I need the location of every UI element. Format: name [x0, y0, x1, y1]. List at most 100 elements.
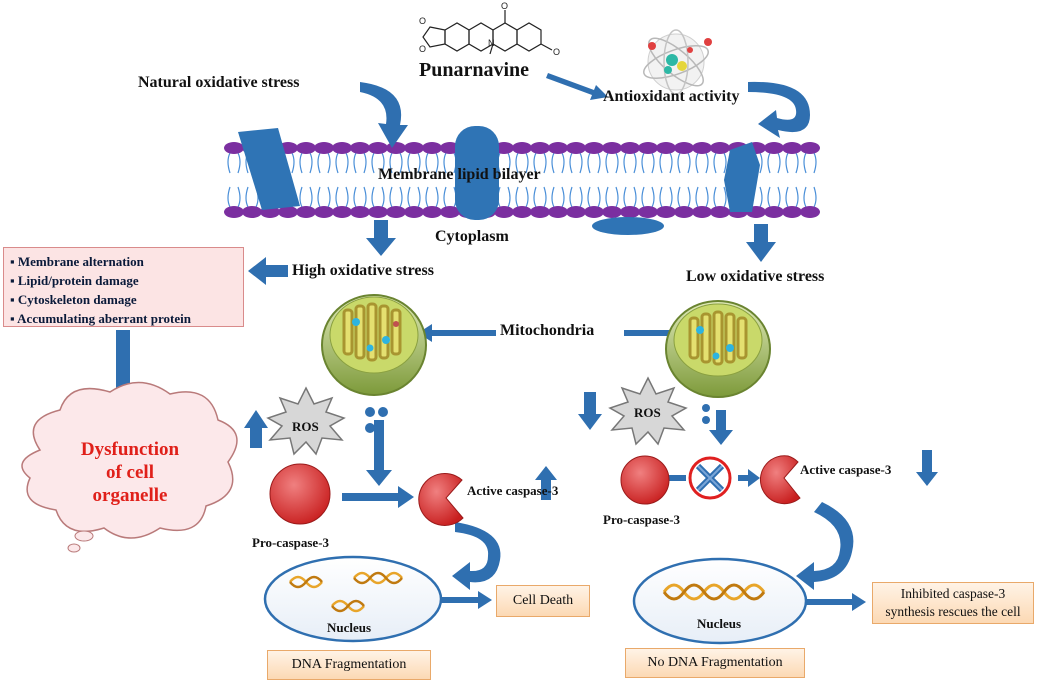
lipid-tail [587, 186, 601, 208]
lipid-head [602, 142, 622, 154]
dysfunction-line-2: of cell [105, 462, 154, 483]
lipid-tail [353, 152, 367, 174]
dna-fragments-icon [289, 571, 403, 613]
label-ros-left: ROS [292, 419, 319, 434]
damage-list-box: ▪ Membrane alternation ▪ Lipid/protein d… [3, 247, 244, 327]
pro-caspase-left-icon [269, 463, 331, 525]
lipid-tail [587, 152, 601, 174]
damage-item-text: Lipid/protein damage [17, 273, 139, 288]
membrane-protein-left [238, 128, 300, 210]
lipid-tail [803, 186, 817, 208]
lipid-tail [407, 186, 421, 208]
lipid-tail [677, 186, 691, 208]
damage-item-text: Membrane alternation [17, 254, 144, 269]
label-natural-stress: Natural oxidative stress [138, 74, 300, 91]
arrow-down-caspase-right [916, 450, 938, 486]
lipid-head [620, 142, 640, 154]
lipid-head [512, 206, 532, 218]
lipid-tail [317, 186, 331, 208]
label-active-caspase-left: Active caspase-3 [467, 483, 559, 498]
arrow-down-low [746, 224, 776, 262]
cell-death-label: Cell Death [512, 593, 574, 608]
lipid-tail [407, 152, 421, 174]
active-caspase-right-icon [759, 455, 801, 505]
lipid-tail [605, 186, 619, 208]
dysfunction-line-3: organelle [92, 485, 168, 506]
arrow-mito-right [624, 324, 696, 342]
lipid-head [422, 142, 442, 154]
lipid-head [638, 206, 658, 218]
ros-star-right-icon [608, 376, 688, 446]
lipid-tail [623, 186, 637, 208]
label-nucleus-left: Nucleus [327, 620, 372, 635]
lipid-head [710, 142, 730, 154]
no-dna-fragmentation-label: No DNA Fragmentation [647, 655, 783, 670]
lipid-tail [785, 152, 799, 174]
lipid-head [368, 206, 388, 218]
lipid-head [530, 142, 550, 154]
svg-text:N: N [488, 38, 495, 48]
lipid-tail [569, 152, 583, 174]
arrow-down-mito-left [366, 420, 392, 486]
lipid-head [350, 206, 370, 218]
label-high-stress: High oxidative stress [292, 262, 434, 279]
lipid-tail [551, 186, 565, 208]
damage-item: ▪ Cytoskeleton damage [10, 292, 137, 307]
arrow-mito-left [418, 324, 496, 342]
arrow-to-cell-death [440, 591, 492, 609]
dna-fragmentation-label: DNA Fragmentation [291, 657, 407, 672]
lipid-tail [515, 152, 529, 174]
damage-item-text: Accumulating aberrant protein [17, 311, 191, 326]
lipid-head [242, 206, 262, 218]
label-mitochondria: Mitochondria [500, 322, 595, 339]
dna-fragmentation-box: DNA Fragmentation [267, 650, 431, 680]
lipid-head [584, 206, 604, 218]
label-cytoplasm: Cytoplasm [435, 228, 509, 245]
lipid-tail [677, 152, 691, 174]
lipid-head [764, 142, 784, 154]
lipid-head [332, 206, 352, 218]
arrow-down-mito-right [709, 410, 733, 445]
lipid-head [386, 206, 406, 218]
lipid-tail [803, 152, 817, 174]
lipid-tail [227, 152, 241, 174]
lipid-tail [785, 186, 799, 208]
arrow-up-ros-left [244, 410, 268, 448]
lipid-head [512, 142, 532, 154]
lipid-tail [389, 152, 403, 174]
lipid-tail [299, 186, 313, 208]
lipid-tail [623, 152, 637, 174]
lipid-head [800, 206, 820, 218]
lipid-head [494, 206, 514, 218]
lipid-head [620, 206, 640, 218]
lipid-tail [713, 186, 727, 208]
lipid-tail [443, 186, 457, 208]
lipid-head [710, 206, 730, 218]
lipid-head [368, 142, 388, 154]
dna-intact-icon [662, 583, 766, 601]
arrow-to-rescue [804, 593, 866, 611]
lipid-tail [533, 152, 547, 174]
lipid-tail [335, 186, 349, 208]
label-pro-caspase-left: Pro-caspase-3 [252, 535, 330, 550]
arrow-to-active-left [342, 486, 414, 508]
lipid-tail [371, 186, 385, 208]
lipid-tail [533, 186, 547, 208]
lipid-tail [425, 152, 439, 174]
lipid-tail [371, 152, 385, 174]
lipid-tail [551, 152, 565, 174]
lipid-head [800, 142, 820, 154]
lipid-head [314, 206, 334, 218]
lipid-tail [389, 186, 403, 208]
lipid-head [764, 206, 784, 218]
arrow-caspase-nucleus-right [796, 502, 854, 590]
label-membrane: Membrane lipid bilayer [378, 166, 541, 183]
lipid-tail [659, 152, 673, 174]
ros-star-left-icon [266, 386, 346, 456]
lipid-tail [695, 186, 709, 208]
pro-caspase-right-icon [620, 455, 670, 505]
lipid-tail [767, 186, 781, 208]
membrane-protein-bottom [592, 217, 664, 235]
lipid-tail [605, 152, 619, 174]
